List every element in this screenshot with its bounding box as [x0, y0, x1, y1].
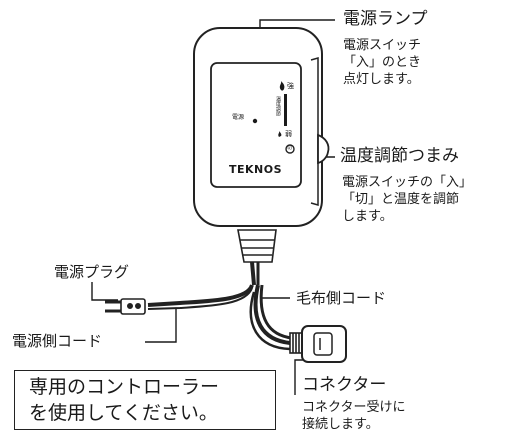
- cord-boot: [237, 229, 277, 263]
- case-side-ridge: [310, 57, 319, 206]
- lamp-small-label: 電源: [232, 114, 245, 121]
- lamp-description: 電源スイッチ 「入」のとき 点灯します。: [343, 37, 421, 88]
- flame-high-icon: [279, 81, 285, 91]
- connector-desc-line: コネクター受けに: [302, 400, 406, 415]
- notice-box: 専用のコントローラー を使用してください。: [14, 370, 276, 430]
- knob-desc-line: します。: [342, 209, 393, 224]
- power-plug: [105, 298, 146, 315]
- dial-high-label: 強: [287, 82, 294, 90]
- flame-low-icon: [278, 131, 282, 137]
- blanket-side-cord-2: [259, 284, 293, 340]
- cords: [147, 261, 293, 351]
- connector: [289, 325, 347, 363]
- blanket-cord-label: 毛布側コード: [296, 289, 387, 307]
- dial-off-circle: [285, 144, 295, 154]
- plug-leader-line: [91, 282, 118, 301]
- notice-line: 専用のコントローラー: [29, 376, 220, 398]
- lamp-title: 電源ランプ: [343, 9, 428, 29]
- dial-off-label: 切: [287, 145, 293, 151]
- lamp-desc-line: 点灯します。: [343, 72, 420, 87]
- dial-temp-label: 温度調節: [275, 96, 281, 116]
- temperature-knob: [317, 133, 330, 165]
- brand-logo-text: TEKNOS: [229, 163, 283, 176]
- connector-title: コネクター: [302, 375, 387, 395]
- power-lamp-icon: [252, 118, 258, 124]
- power-cord-leader-line: [145, 308, 177, 343]
- cord-stem: [250, 261, 256, 286]
- lamp-desc-line: 「入」のとき: [343, 55, 422, 70]
- strain-relief: [237, 229, 277, 263]
- control-panel: [210, 62, 302, 188]
- connector-description: コネクター受けに 接続します。: [302, 399, 405, 433]
- power-side-cord-2: [147, 287, 253, 310]
- knob-title: 温度調節つまみ: [340, 146, 459, 166]
- power-side-cord: [147, 284, 254, 307]
- knob-description: 電源スイッチの「入」 「切」と温度を調節 します。: [342, 174, 472, 225]
- power-cord-label: 電源側コード: [12, 332, 103, 350]
- blanket-side-cord-3: [249, 291, 291, 351]
- controller-body: [193, 27, 330, 227]
- knob-desc-line: 電源スイッチの「入」: [342, 175, 473, 190]
- plug-body: [120, 298, 146, 315]
- knob-desc-line: 「切」と温度を調節: [342, 192, 460, 207]
- plug-title: 電源プラグ: [54, 263, 130, 281]
- blanket-side-cord: [253, 284, 291, 345]
- lamp-desc-line: 電源スイッチ: [343, 38, 422, 53]
- temperature-scale-bar: [284, 94, 287, 126]
- connector-desc-line: 接続します。: [302, 417, 379, 432]
- connector-socket: [313, 332, 333, 356]
- dial-low-label: 弱: [285, 130, 292, 138]
- notice-line: を使用してください。: [29, 402, 218, 424]
